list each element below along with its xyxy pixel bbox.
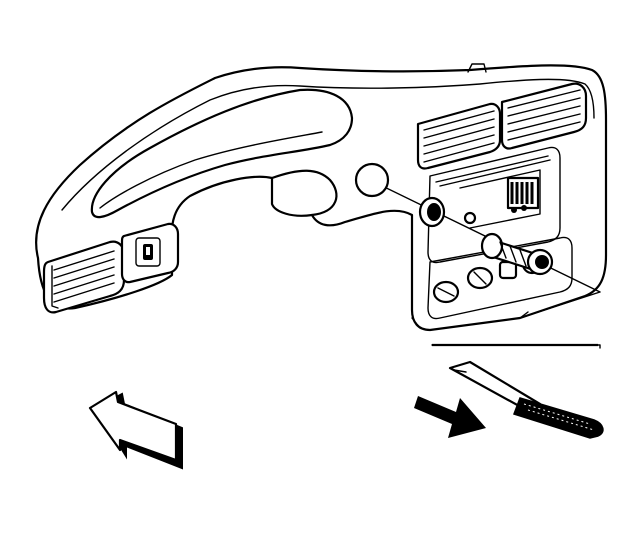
solid-arrow-down-right [414,396,486,438]
fastener-hole-left [354,162,390,198]
hollow-arrow-left [88,390,183,470]
cluster-hood-opening [90,88,354,219]
right-air-vents [416,82,588,320]
panel-top-rim [61,78,595,211]
radio-opening [427,146,561,264]
hvac-panel [427,236,573,320]
vent-upper-right [500,82,588,150]
small-knob [463,211,477,225]
screw-lower [480,232,554,276]
headlamp-switch [120,222,180,284]
column-cutout [270,169,338,217]
slider-block [506,176,540,210]
screwdriver-icon [432,343,604,439]
left-air-vent [42,240,126,314]
screw-upper [418,196,446,228]
top-tab [467,63,487,73]
screw-removal-assembly [354,162,601,349]
cluster-hood-inner [99,131,323,209]
